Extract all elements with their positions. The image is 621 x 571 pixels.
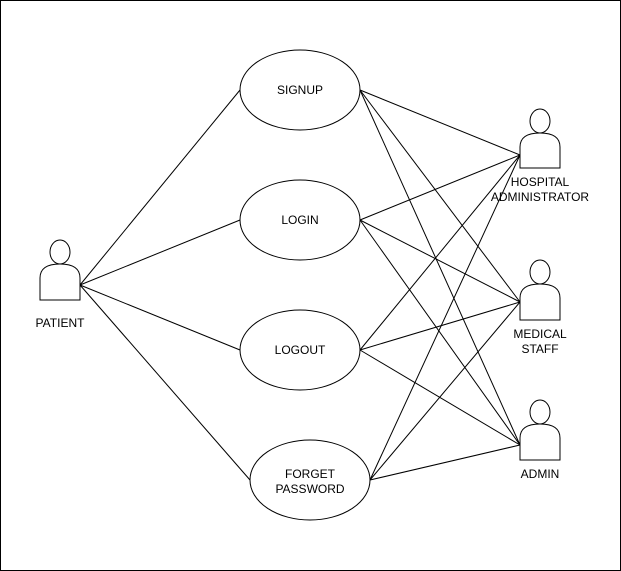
use-case-login-label: LOGIN bbox=[281, 213, 318, 227]
use-case-forget-password-label-line1: FORGET bbox=[285, 467, 336, 481]
association-logout-hospital-admin bbox=[359, 154, 521, 351]
association-signup-admin bbox=[359, 89, 521, 446]
actor-medical-staff-icon[interactable] bbox=[519, 259, 561, 321]
actor-hospital-administrator-icon[interactable] bbox=[519, 108, 561, 169]
actor-patient-icon[interactable] bbox=[39, 239, 81, 301]
association-patient-signup bbox=[79, 89, 241, 286]
association-patient-forget-password bbox=[79, 284, 251, 481]
association-logout-medical-staff bbox=[359, 301, 521, 351]
use-case-logout[interactable] bbox=[239, 309, 361, 391]
association-signup-hospital-admin bbox=[359, 89, 521, 156]
association-patient-logout bbox=[79, 284, 241, 351]
actor-hospital-administrator-label-line1: HOSPITAL bbox=[511, 175, 570, 189]
association-forget-password-admin bbox=[369, 444, 521, 481]
actor-admin-label: ADMIN bbox=[521, 467, 560, 481]
associations bbox=[79, 89, 521, 481]
actor-patient-label: PATIENT bbox=[36, 316, 86, 330]
actor-medical-staff-label-line2: STAFF bbox=[521, 342, 558, 356]
association-patient-login bbox=[79, 219, 241, 286]
association-forget-password-hospital-admin bbox=[369, 154, 521, 481]
use-case-login[interactable] bbox=[239, 179, 361, 261]
use-case-signup[interactable] bbox=[239, 49, 361, 131]
use-case-signup-label: SIGNUP bbox=[277, 83, 323, 97]
actor-medical-staff-label-line1: MEDICAL bbox=[513, 327, 567, 341]
actor-admin-icon[interactable] bbox=[519, 399, 561, 461]
association-login-hospital-admin bbox=[359, 154, 521, 221]
use-case-forget-password[interactable] bbox=[249, 439, 371, 521]
actor-hospital-administrator-label-line2: ADMINISTRATOR bbox=[491, 190, 590, 204]
association-forget-password-medical-staff bbox=[369, 301, 521, 481]
association-login-medical-staff bbox=[359, 219, 521, 303]
association-login-admin bbox=[359, 219, 521, 446]
use-case-forget-password-label-line2: PASSWORD bbox=[275, 482, 344, 496]
association-signup-medical-staff bbox=[359, 89, 521, 303]
use-case-logout-label: LOGOUT bbox=[275, 343, 326, 357]
